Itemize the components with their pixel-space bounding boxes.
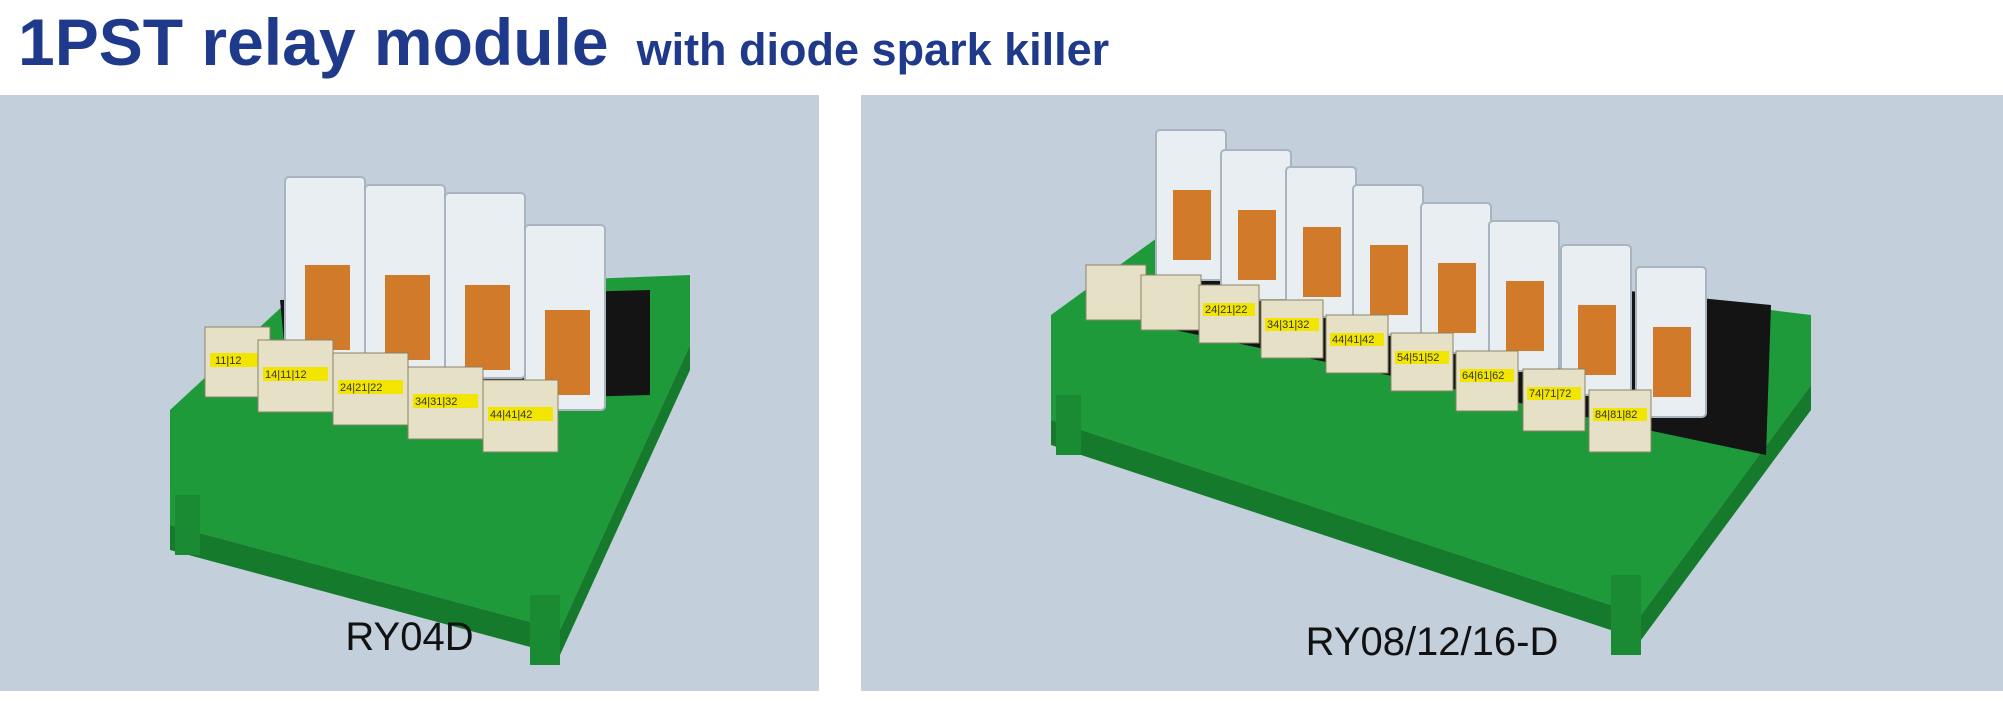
relay-module-image-ry08: 24|21|22 34|31|32 44|41|42 54|51|52 64|6… [1051,129,1811,655]
relay-3 [444,192,526,379]
relay-2 [1220,149,1292,301]
relay-1 [1155,129,1227,281]
svg-text:24|21|22: 24|21|22 [340,382,382,394]
svg-text:34|31|32: 34|31|32 [1267,319,1309,331]
relay-5 [1420,202,1492,354]
product-panel-ry08-12-16-d: 24|21|22 34|31|32 44|41|42 54|51|52 64|6… [861,95,2003,691]
relay-8 [1635,266,1707,418]
svg-text:84|81|82: 84|81|82 [1595,409,1637,421]
svg-text:24|21|22: 24|21|22 [1205,304,1247,316]
relay-3 [1285,166,1357,318]
relay-module-image-ry04d: 11|12 14|11|12 24|21|22 34|31|32 44|41|4… [170,176,690,665]
title-main: 1PST relay module [18,5,609,79]
svg-text:14|11|12: 14|11|12 [265,369,307,381]
terminal-blocks: 11|12 14|11|12 24|21|22 34|31|32 44|41|4… [204,326,559,453]
terminal-blocks: 24|21|22 34|31|32 44|41|42 54|51|52 64|6… [1085,264,1652,453]
svg-text:11|12: 11|12 [215,355,242,367]
relay-6 [1488,220,1560,372]
model-caption-ry08: RY08/12/16-D [1305,620,1559,664]
svg-text:64|61|62: 64|61|62 [1462,370,1504,382]
model-caption-ry04d: RY04D [345,615,474,659]
svg-text:74|71|72: 74|71|72 [1529,388,1571,400]
svg-text:44|41|42: 44|41|42 [490,409,532,421]
page-title: 1PST relay module with diode spark kille… [18,4,1109,94]
relay-4 [1352,184,1424,336]
product-panel-ry04d: 11|12 14|11|12 24|21|22 34|31|32 44|41|4… [0,95,819,691]
title-subtitle: with diode spark killer [636,24,1110,75]
svg-text:44|41|42: 44|41|42 [1332,334,1374,346]
relay-1 [284,176,366,363]
relay-2 [364,184,446,371]
svg-text:54|51|52: 54|51|52 [1397,352,1439,364]
relay-7 [1560,244,1632,396]
svg-text:34|31|32: 34|31|32 [415,396,457,408]
